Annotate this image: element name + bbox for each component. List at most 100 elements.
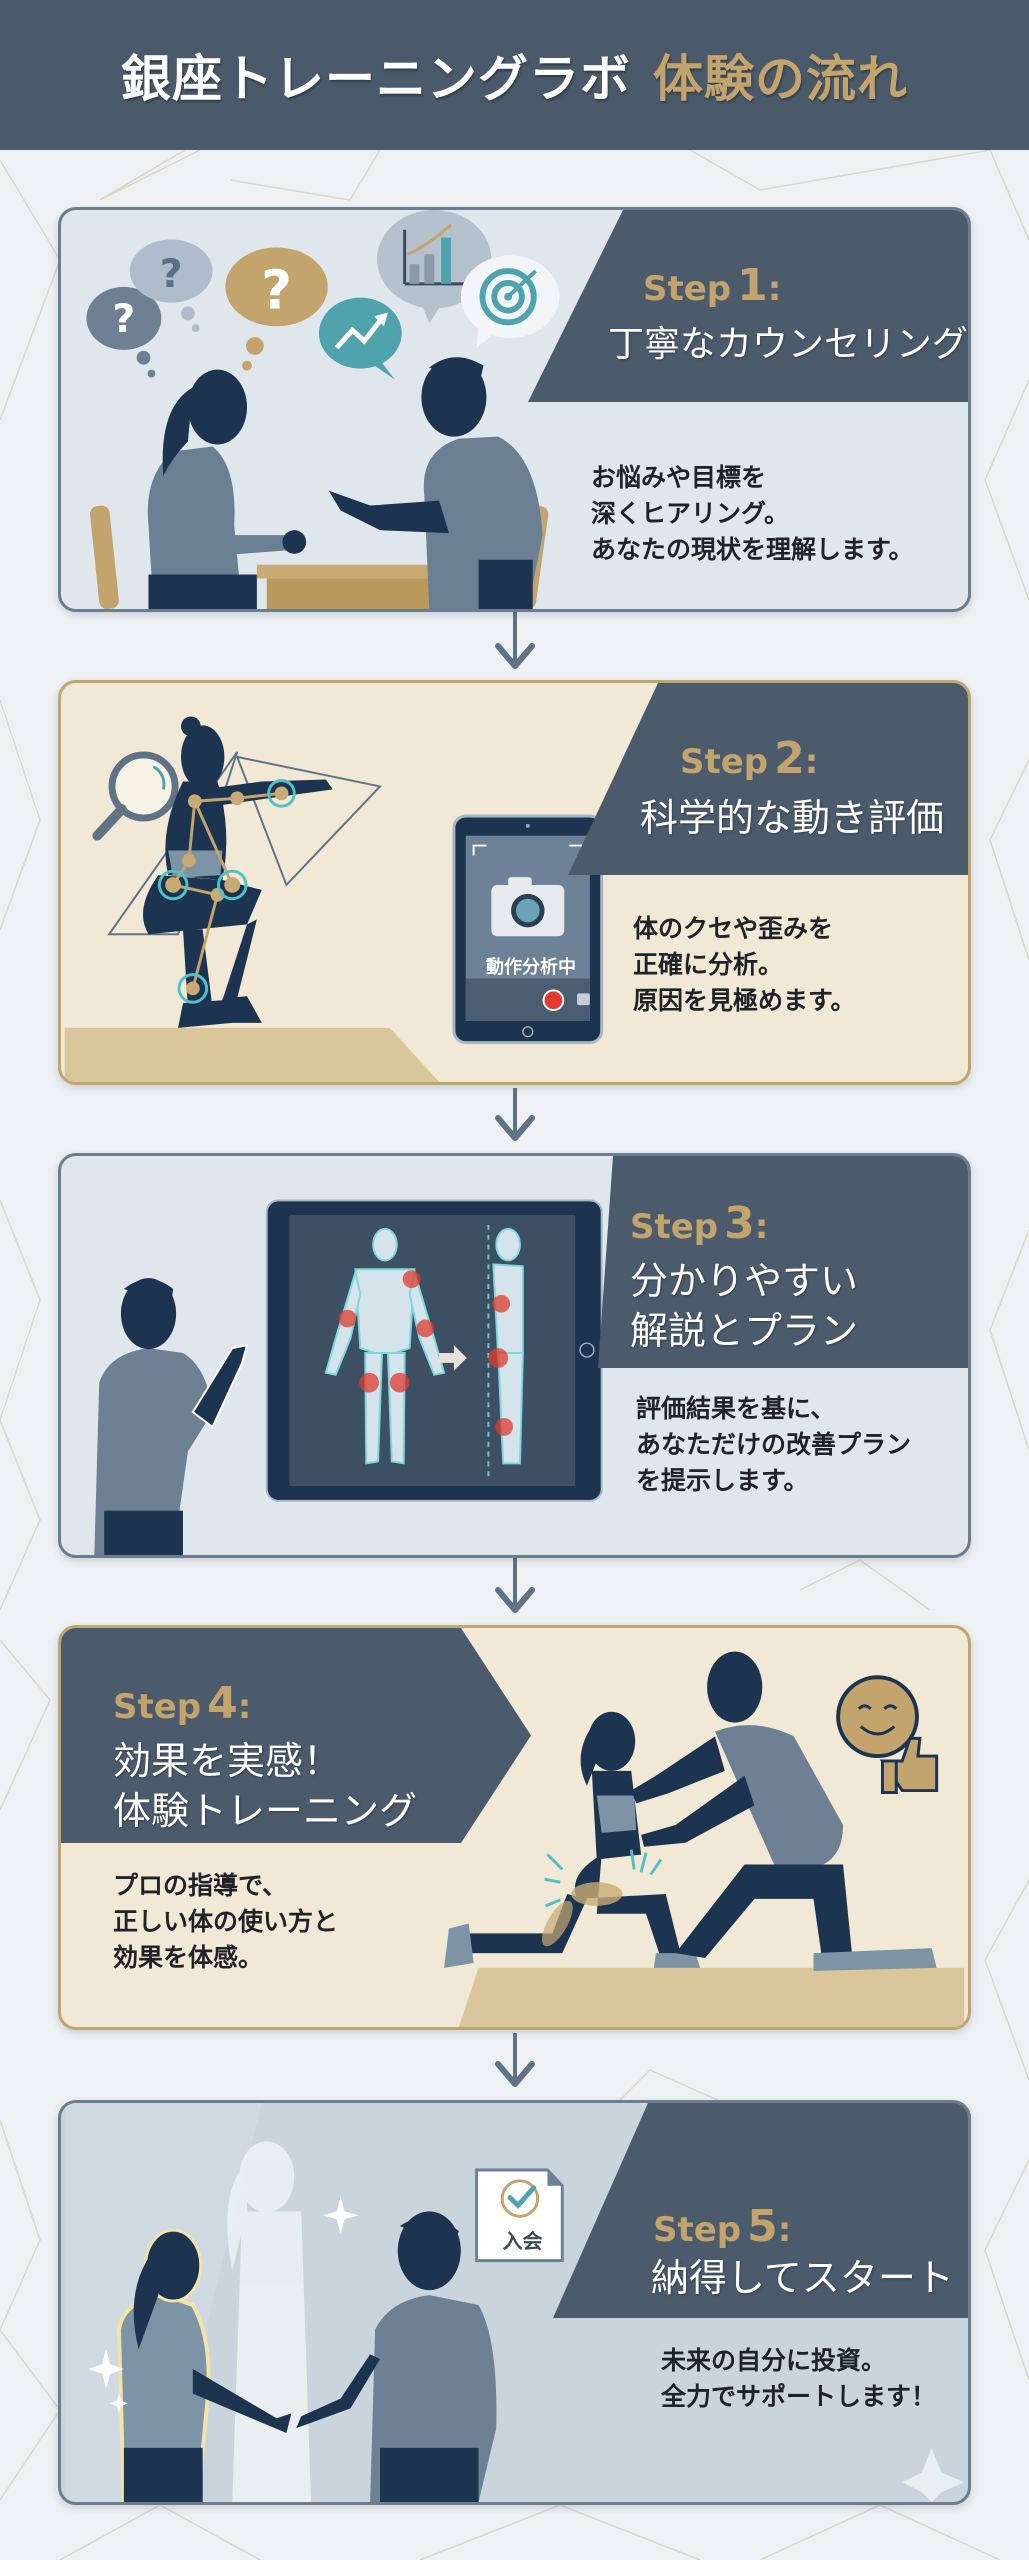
pain-point-markers	[338, 1270, 435, 1393]
body-scan-explanation-illustration	[94, 1199, 603, 1555]
step-2-title: 科学的な動き評価	[640, 795, 944, 841]
step-number: 4	[207, 1678, 238, 1729]
step-1-description: お悩みや目標を 深くヒアリング。 あなたの現状を理解します。	[591, 460, 914, 568]
sparkle-icon	[88, 2196, 359, 2414]
lunge-coaching-illustration	[444, 1651, 965, 2027]
pain-point-markers	[488, 1294, 514, 1436]
flow-connector	[513, 1558, 517, 1608]
question-cloud-icon: ?	[86, 286, 162, 378]
client-silhouette	[147, 369, 307, 609]
description-line: あなただけの改善プラン	[636, 1430, 912, 1459]
down-arrow-icon	[495, 1587, 535, 1613]
description-line: 全力でサポートします！	[661, 2382, 937, 2411]
description-line: 評価結果を基に、	[636, 1394, 836, 1423]
client-silhouette	[116, 2228, 292, 2502]
description-line: 未来の自分に投資。	[661, 2346, 887, 2375]
svg-text:?: ?	[261, 260, 292, 322]
flow-connector	[513, 2033, 517, 2083]
description-line: 正しい体の使い方と	[113, 1907, 339, 1936]
effort-lines-icon	[544, 1849, 663, 1908]
description-line: プロの指導で、	[113, 1871, 288, 1900]
svg-text:?: ?	[112, 296, 135, 342]
trend-up-bubble-icon	[318, 297, 402, 380]
step-word: Step	[113, 1687, 202, 1727]
page-header: 銀座トレーニングラボ 体験の流れ	[0, 0, 1029, 150]
step-number: 3	[724, 1198, 755, 1249]
description-line: 正確に分析。	[633, 950, 784, 979]
description-line: を提示します。	[636, 1466, 809, 1495]
trainer-silhouette	[296, 2211, 497, 2502]
tablet-status-text: 動作分析中	[486, 957, 576, 978]
trainer-silhouette	[94, 1278, 249, 1555]
check-document-icon	[475, 2168, 564, 2263]
step-word: Step	[653, 2210, 742, 2250]
title-line: 分かりやすい	[630, 1259, 859, 1303]
step-colon: :	[804, 742, 819, 782]
step-number: 2	[774, 733, 805, 784]
question-cloud-icon: ?	[129, 239, 213, 333]
trainer-kneeling-silhouette	[631, 1651, 937, 1971]
trainer-silhouette	[328, 357, 543, 609]
step-3-title: 分かりやすい 解説とプラン	[630, 1256, 858, 1356]
title-line: 効果を実感！	[113, 1739, 342, 1783]
body-side-figure	[492, 1227, 524, 1465]
down-arrow-icon	[495, 2061, 535, 2087]
step-colon: :	[777, 2210, 792, 2250]
step-1-title: 丁寧なカウンセリング	[608, 322, 968, 368]
step-number: 1	[737, 260, 768, 311]
title-line: 科学的な動き評価	[640, 796, 945, 840]
question-cloud-icon: ?	[225, 247, 328, 371]
step-2-description: 体のクセや歪みを 正確に分析。 原因を見極めます。	[633, 911, 856, 1019]
description-line: 深くヒアリング。	[591, 499, 790, 528]
description-line: 体のクセや歪みを	[633, 914, 834, 943]
target-bubble-icon	[460, 255, 560, 348]
title-line: 解説とプラン	[630, 1309, 859, 1353]
header-title-main: 銀座トレーニングラボ	[121, 50, 631, 108]
document-label: 入会	[502, 2229, 543, 2253]
step-5-title: 納得してスタート	[651, 2255, 954, 2301]
client-lunge-silhouette	[444, 1711, 701, 1968]
step-3-description: 評価結果を基に、 あなただけの改善プラン を提示します。	[636, 1391, 911, 1499]
step-colon: :	[767, 269, 782, 309]
joint-markers	[165, 786, 289, 996]
title-line: 納得してスタート	[651, 2256, 954, 2300]
flow-connector	[513, 1088, 517, 1138]
motion-analysis-illustration	[64, 716, 604, 1082]
step-word: Step	[680, 742, 769, 782]
flow-connector	[513, 612, 517, 662]
step-5-description: 未来の自分に投資。 全力でサポートします！	[661, 2343, 936, 2415]
step-word: Step	[643, 269, 732, 309]
handshake-illustration	[64, 2103, 965, 2502]
right-arrow-icon	[439, 1345, 467, 1371]
title-line: 丁寧なカウンセリング	[608, 324, 969, 365]
description-line: 原因を見極めます。	[633, 986, 856, 1015]
step-4-title: 効果を実感！ 体験トレーニング	[113, 1736, 417, 1836]
description-line: あなたの現状を理解します。	[591, 535, 914, 564]
future-self-silhouette	[227, 2141, 312, 2502]
bar-chart-bubble-icon	[377, 210, 492, 324]
svg-text:?: ?	[160, 251, 183, 297]
record-button-icon	[542, 989, 565, 1012]
step-4-description: プロの指導で、 正しい体の使い方と 効果を体感。	[113, 1868, 338, 1976]
title-line: 体験トレーニング	[113, 1789, 418, 1833]
counseling-illustration: ? ? ?	[86, 210, 560, 609]
down-arrow-icon	[495, 1115, 535, 1141]
step-colon: :	[754, 1207, 769, 1247]
description-line: お悩みや目標を	[591, 463, 767, 492]
step-number: 5	[747, 2201, 778, 2252]
down-arrow-icon	[495, 643, 535, 669]
camera-icon	[491, 877, 565, 937]
smiley-thumbs-up-icon	[836, 1675, 939, 1795]
description-line: 効果を体感。	[113, 1943, 264, 1972]
tablet-device	[452, 814, 604, 1045]
